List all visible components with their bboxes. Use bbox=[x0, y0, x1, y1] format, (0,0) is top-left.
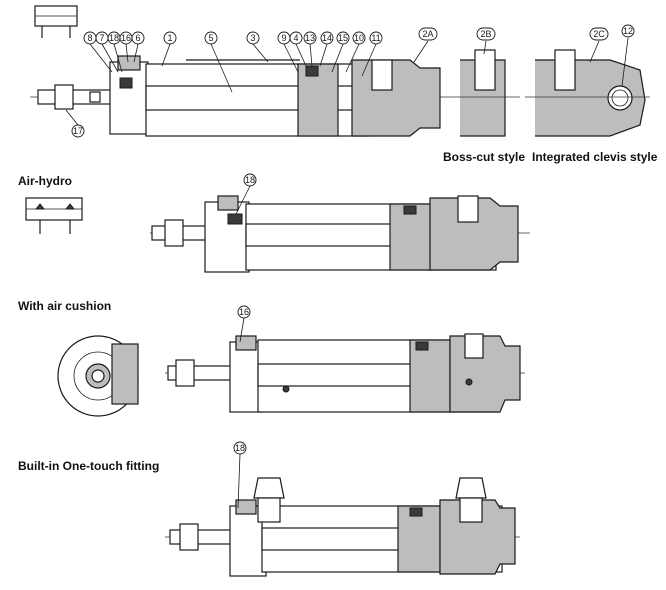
callout-17: 17 bbox=[65, 109, 85, 138]
one-touch-label: Built-in One-touch fitting bbox=[18, 459, 159, 473]
integrated-clevis-detail bbox=[525, 49, 650, 137]
svg-text:15: 15 bbox=[338, 33, 348, 43]
svg-text:9: 9 bbox=[281, 33, 286, 43]
callout-15: 15 bbox=[331, 31, 350, 73]
air-cushion-cylinder bbox=[165, 333, 525, 413]
callout-8: 8 bbox=[83, 31, 113, 73]
svg-text:16: 16 bbox=[121, 33, 131, 43]
svg-text:12: 12 bbox=[623, 26, 633, 36]
callout-14: 14 bbox=[319, 31, 334, 67]
callout-2A: 2A bbox=[413, 27, 438, 63]
svg-text:5: 5 bbox=[208, 33, 213, 43]
svg-text:7: 7 bbox=[99, 33, 104, 43]
svg-text:2A: 2A bbox=[422, 29, 433, 39]
svg-text:6: 6 bbox=[135, 33, 140, 43]
callout-18-one-touch: 18 bbox=[233, 441, 247, 509]
svg-text:2C: 2C bbox=[593, 29, 605, 39]
boss-cut-detail bbox=[450, 49, 520, 137]
air-hydro-cylinder bbox=[150, 195, 530, 273]
svg-text:17: 17 bbox=[73, 126, 83, 136]
callout-13: 13 bbox=[303, 31, 317, 67]
svg-text:13: 13 bbox=[305, 33, 315, 43]
svg-text:16: 16 bbox=[239, 307, 249, 317]
svg-text:8: 8 bbox=[87, 33, 92, 43]
callout-5: 5 bbox=[204, 31, 233, 93]
symbol-single-acting bbox=[34, 5, 78, 38]
callout-6: 6 bbox=[131, 31, 145, 63]
callout-18-air-hydro: 18 bbox=[235, 173, 257, 215]
boss-cut-label: Boss-cut style bbox=[443, 150, 525, 164]
svg-text:10: 10 bbox=[354, 33, 364, 43]
main-cylinder-section bbox=[30, 55, 450, 137]
air-cushion-end-view bbox=[57, 335, 139, 417]
svg-text:4: 4 bbox=[293, 33, 298, 43]
callout-2C: 2C bbox=[589, 27, 609, 63]
callout-1: 1 bbox=[161, 31, 177, 67]
svg-text:3: 3 bbox=[250, 33, 255, 43]
callout-4: 4 bbox=[289, 31, 307, 67]
callout-9: 9 bbox=[277, 31, 299, 73]
callout-10: 10 bbox=[345, 31, 366, 73]
callout-2B: 2B bbox=[476, 27, 496, 55]
svg-text:11: 11 bbox=[371, 33, 380, 43]
callout-12: 12 bbox=[621, 24, 635, 87]
air-cushion-label: With air cushion bbox=[18, 299, 111, 313]
svg-text:14: 14 bbox=[322, 33, 332, 43]
integrated-clevis-label: Integrated clevis style bbox=[532, 150, 658, 164]
symbol-air-hydro bbox=[25, 197, 83, 234]
one-touch-cylinder bbox=[165, 477, 520, 577]
svg-text:1: 1 bbox=[167, 33, 172, 43]
callout-16-air-cushion: 16 bbox=[237, 305, 251, 343]
callout-11: 11 bbox=[361, 31, 383, 77]
svg-text:18: 18 bbox=[245, 175, 255, 185]
air-hydro-label: Air-hydro bbox=[18, 174, 72, 188]
svg-text:2B: 2B bbox=[480, 29, 491, 39]
callout-18: 18 bbox=[107, 31, 123, 73]
svg-text:18: 18 bbox=[235, 443, 245, 453]
callout-3: 3 bbox=[246, 31, 269, 63]
svg-text:18: 18 bbox=[109, 33, 119, 43]
